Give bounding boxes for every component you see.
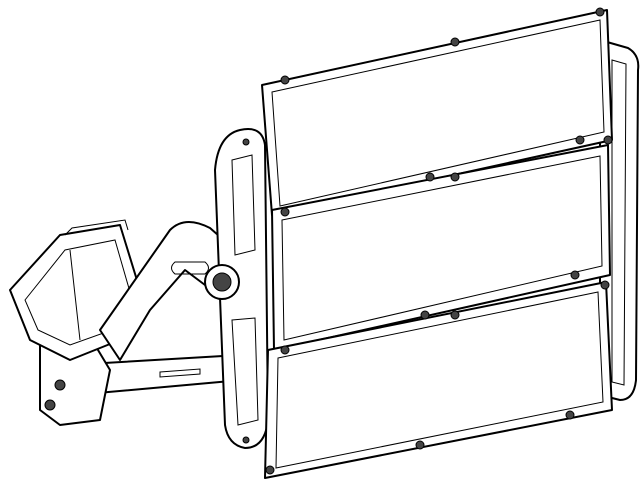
middle-panel [271, 144, 611, 351]
rail-slot [159, 368, 201, 378]
arm-slot [171, 261, 209, 275]
bolt [54, 379, 66, 391]
panel-fasteners [242, 7, 613, 475]
bracket-inner-lower [231, 317, 259, 426]
vertical-bracket [214, 128, 269, 449]
bottom-panel [264, 281, 613, 479]
articulating-arm [99, 221, 236, 361]
bolt [44, 399, 56, 411]
pivot-knob[interactable] [212, 272, 232, 292]
rear-frame-inner [611, 59, 627, 386]
bracket-inner-upper [231, 154, 256, 256]
